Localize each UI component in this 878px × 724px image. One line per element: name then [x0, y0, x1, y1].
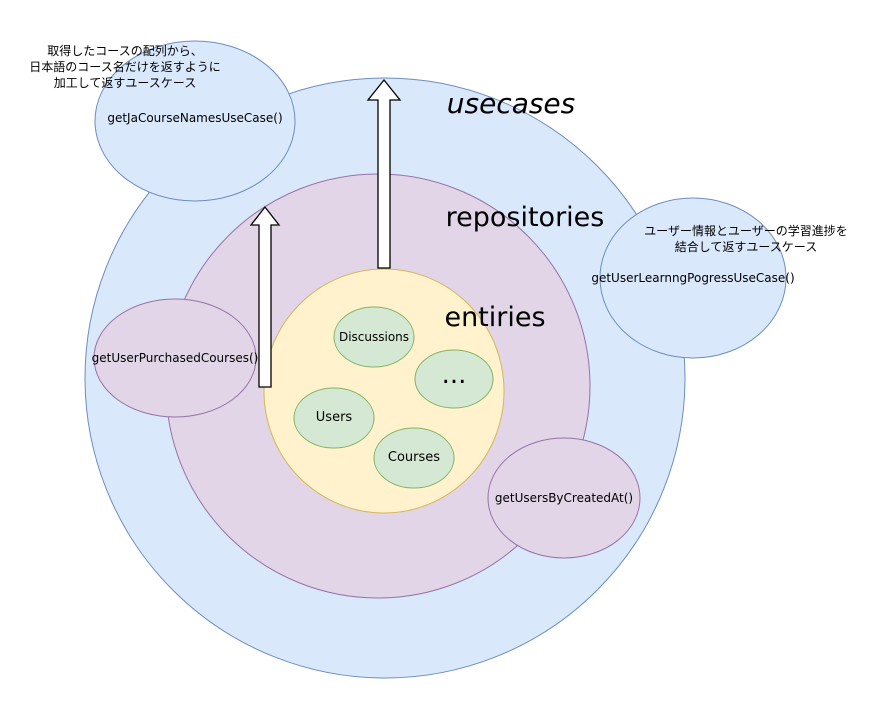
- user-purchased-courses-repository-node[interactable]: [93, 298, 257, 418]
- entities-layer-title: entiries: [444, 302, 546, 333]
- ellipsis-node[interactable]: [414, 349, 494, 409]
- user-learning-progress-usecase-node[interactable]: [599, 197, 787, 359]
- users-label: Users: [315, 410, 353, 425]
- ja-course-names-usecase-label: getJaCourseNamesUseCase(): [107, 111, 283, 125]
- discussions-node[interactable]: [333, 306, 415, 368]
- entity-to-usecase-arrow: [366, 78, 402, 269]
- ja-course-names-usecase-note: 取得したコースの配列から、 日本語のコース名だけを返すように 加工して返すユース…: [29, 44, 221, 90]
- repository-to-usecase-arrow: [249, 205, 281, 388]
- courses-node[interactable]: [373, 427, 455, 489]
- user-learning-progress-usecase-label: getUserLearnngPogressUseCase(): [591, 271, 795, 285]
- repositories-layer-title: repositories: [445, 202, 605, 233]
- usecases-layer-title: usecases: [446, 87, 576, 120]
- ellipsis-label: ...: [441, 360, 467, 390]
- users-node[interactable]: [293, 387, 375, 449]
- courses-label: Courses: [387, 450, 441, 465]
- user-learning-progress-usecase-note: ユーザー情報とユーザーの学習進捗を 結合して返すユースケース: [644, 224, 848, 254]
- ja-course-names-usecase-node[interactable]: [94, 40, 296, 202]
- discussions-label: Discussions: [338, 330, 410, 344]
- users-by-created-at-repository-node[interactable]: [487, 437, 641, 559]
- users-by-created-at-repository-label: getUsersByCreatedAt(): [494, 491, 634, 505]
- user-purchased-courses-repository-label: getUserPurchasedCourses(): [91, 351, 259, 365]
